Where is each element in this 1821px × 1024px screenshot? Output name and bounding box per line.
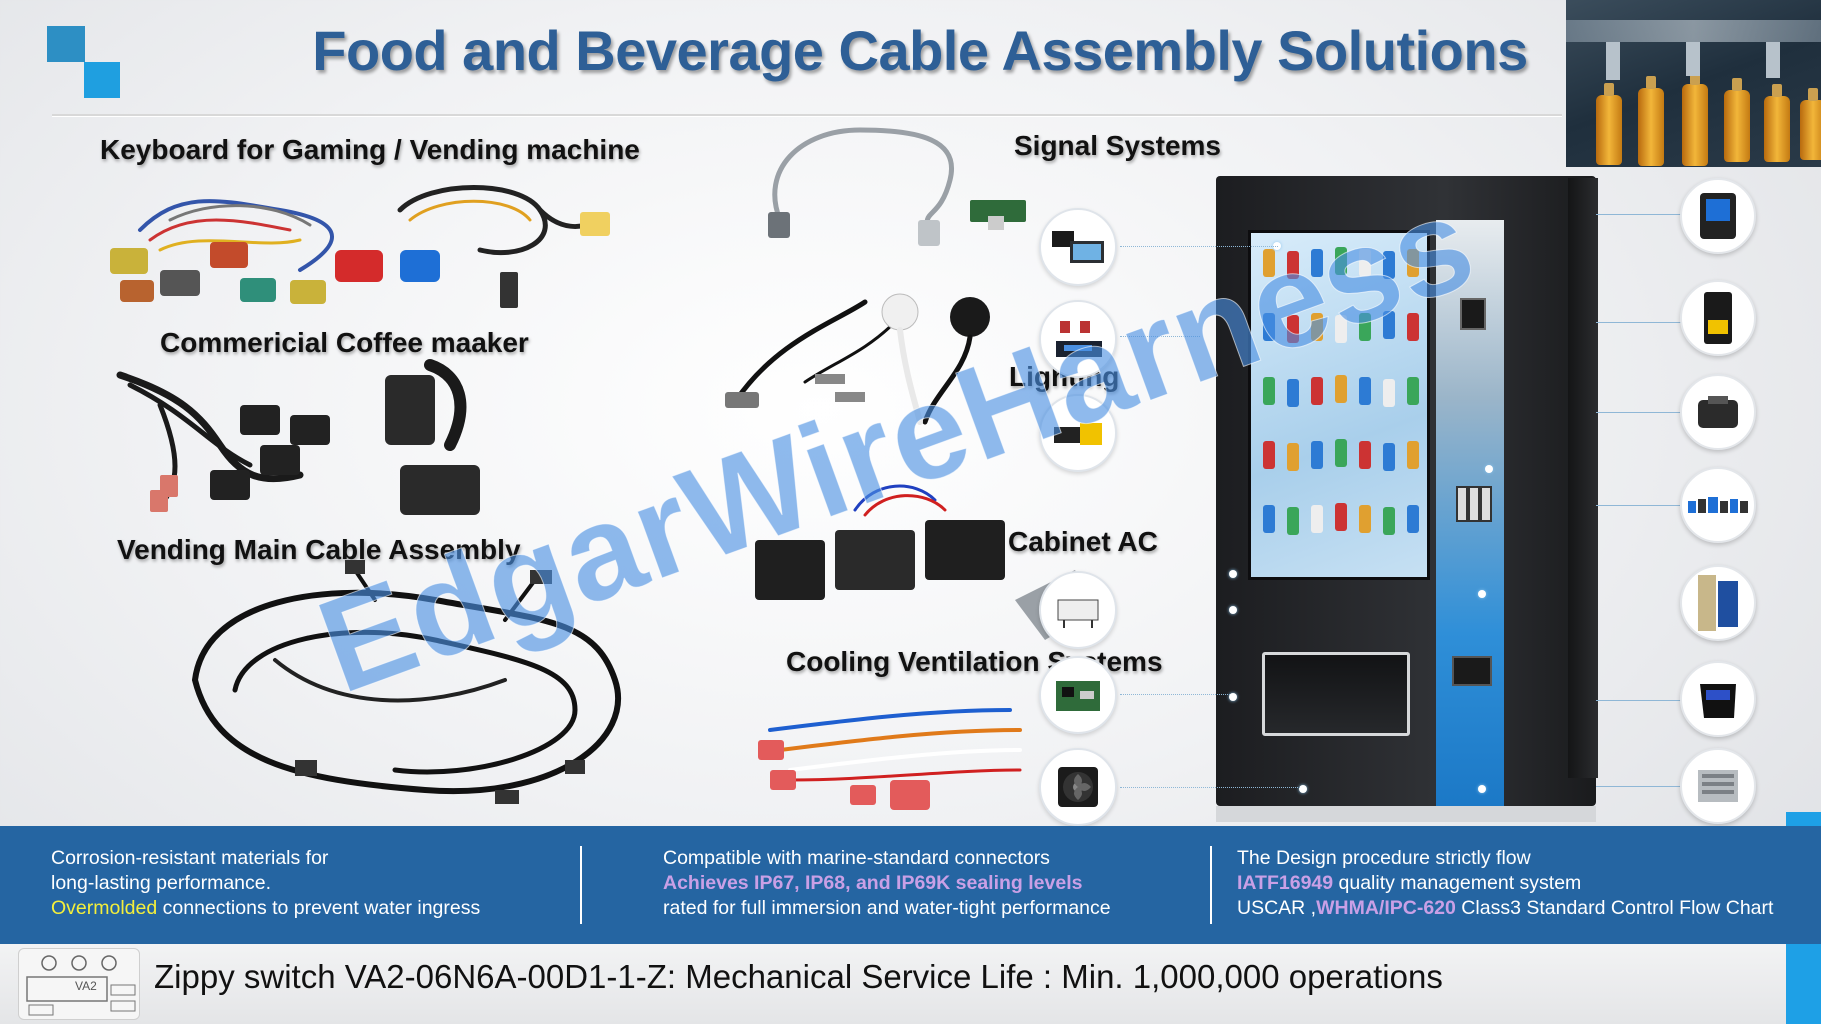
band-separator-1 — [580, 846, 582, 924]
cabinet-ac-image — [755, 484, 1095, 640]
coin-acceptor-icon — [1700, 684, 1736, 718]
coffee-section-label: Commericial Coffee maaker — [160, 327, 529, 358]
fan-circle — [1039, 748, 1117, 826]
printer-icon — [1698, 396, 1738, 428]
title-divider — [52, 114, 1562, 117]
sensor-row-icon — [1688, 497, 1748, 513]
vending-machine-screen — [1248, 230, 1430, 580]
beverage-production-photo — [1566, 0, 1821, 167]
cabinet-ac-section-label: Cabinet AC — [1008, 526, 1158, 557]
connector-circle — [1039, 394, 1117, 472]
zippy-thumb-label: VA2 — [75, 979, 97, 993]
vm-pickup-slot — [1262, 652, 1410, 736]
led-panel-circle — [1039, 300, 1117, 378]
feature-1: Corrosion-resistant materials for long-l… — [51, 847, 481, 919]
sensor-row-circle — [1680, 467, 1756, 543]
connector-icon — [1054, 423, 1102, 445]
right-accent-bar — [1786, 812, 1821, 826]
footer-text: Zippy switch VA2-06N6A-00D1-1-Z: Mechani… — [154, 958, 1443, 995]
footer — [0, 944, 1821, 1024]
card-reader-circle — [1680, 178, 1756, 254]
monitor-circle — [1039, 208, 1117, 286]
vending-main-section-label: Vending Main Cable Assembly — [117, 534, 521, 565]
footer-accent-bar — [1786, 944, 1821, 1024]
vm-card-slot — [1460, 298, 1486, 330]
card-reader-icon — [1700, 193, 1736, 239]
coin-acceptor-circle — [1680, 661, 1756, 737]
signal-cable-image — [768, 127, 1026, 246]
signal-section-label: Signal Systems — [1014, 130, 1221, 161]
vending-machine-side — [1568, 178, 1598, 778]
coffee-maker-harness-image — [116, 359, 480, 515]
vm-base — [1216, 806, 1596, 822]
power-supply-icon — [1698, 770, 1738, 802]
bill-validator-circle — [1680, 280, 1756, 356]
power-supply-circle — [1680, 748, 1756, 824]
vm-coin-slot — [1452, 656, 1492, 686]
bill-validator-icon — [1704, 292, 1732, 344]
power-module-circle — [1680, 565, 1756, 641]
feature-3: The Design procedure strictly flow IATF1… — [1237, 847, 1774, 919]
page-title: Food and Beverage Cable Assembly Solutio… — [312, 19, 1528, 82]
logo-square-2 — [84, 62, 120, 98]
features-band — [0, 826, 1821, 944]
fan-icon — [1058, 767, 1098, 807]
logo-square-1 — [47, 26, 85, 62]
vm-keypad — [1456, 486, 1492, 522]
band-separator-2 — [1210, 846, 1212, 924]
keyboard-harness-image — [110, 185, 610, 308]
keyboard-section-label: Keyboard for Gaming / Vending machine — [100, 134, 640, 165]
power-module-icon — [1698, 575, 1738, 631]
feature-2: Compatible with marine-standard connecto… — [663, 847, 1111, 919]
cooling-harness-image — [758, 708, 1022, 810]
monitor-icon — [1052, 231, 1104, 263]
zippy-switch-diagram: VA2 — [18, 948, 140, 1020]
circuit-board-circle — [1039, 656, 1117, 734]
bracket-circle — [1039, 571, 1117, 649]
lighting-cable-image — [725, 293, 990, 425]
printer-circle — [1680, 374, 1756, 450]
bracket-icon — [1057, 599, 1099, 628]
led-panel-icon — [1056, 321, 1102, 357]
vending-main-harness-image — [192, 560, 622, 804]
circuit-board-icon — [1056, 681, 1100, 711]
